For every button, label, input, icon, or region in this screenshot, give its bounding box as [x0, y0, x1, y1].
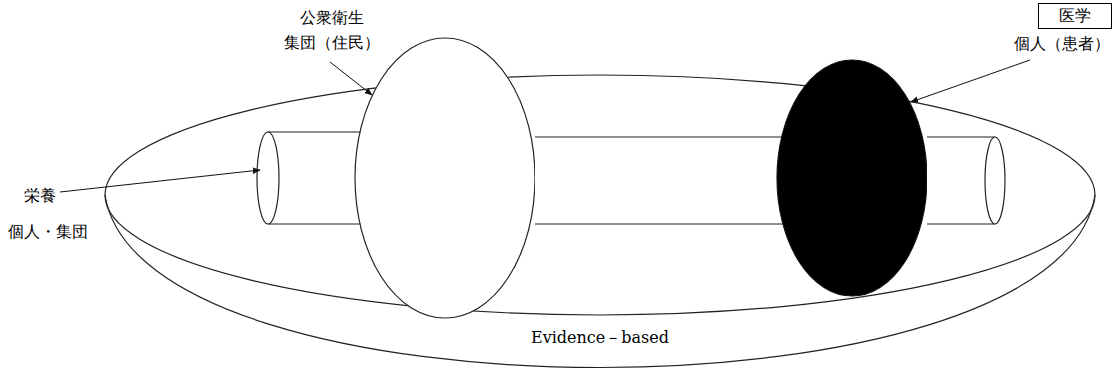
part-label: 公衆衛生	[298, 8, 366, 28]
part-label: 集団（住民）	[282, 33, 382, 53]
part-label: 個人（患者）	[1012, 34, 1112, 54]
part-label: 栄養	[22, 186, 58, 206]
part-label: 個人・集団	[6, 222, 90, 242]
cylinder-edge	[927, 223, 995, 224]
leader-arrow	[60, 170, 260, 192]
leader-arrow	[911, 60, 1030, 102]
white-disc	[355, 38, 535, 318]
node-text: Evidence－based	[100, 328, 1100, 348]
cylinder-edge	[927, 136, 995, 137]
title-box: 医学	[1038, 3, 1112, 29]
evidence-dish: Evidence－based	[100, 70, 1100, 375]
dish-rim	[105, 75, 1095, 315]
node-text: 医学	[1059, 6, 1091, 26]
cylinder-end	[985, 137, 1005, 224]
cylinder-end	[257, 132, 279, 224]
leader-arrow	[330, 62, 372, 95]
black-disc	[777, 60, 927, 296]
